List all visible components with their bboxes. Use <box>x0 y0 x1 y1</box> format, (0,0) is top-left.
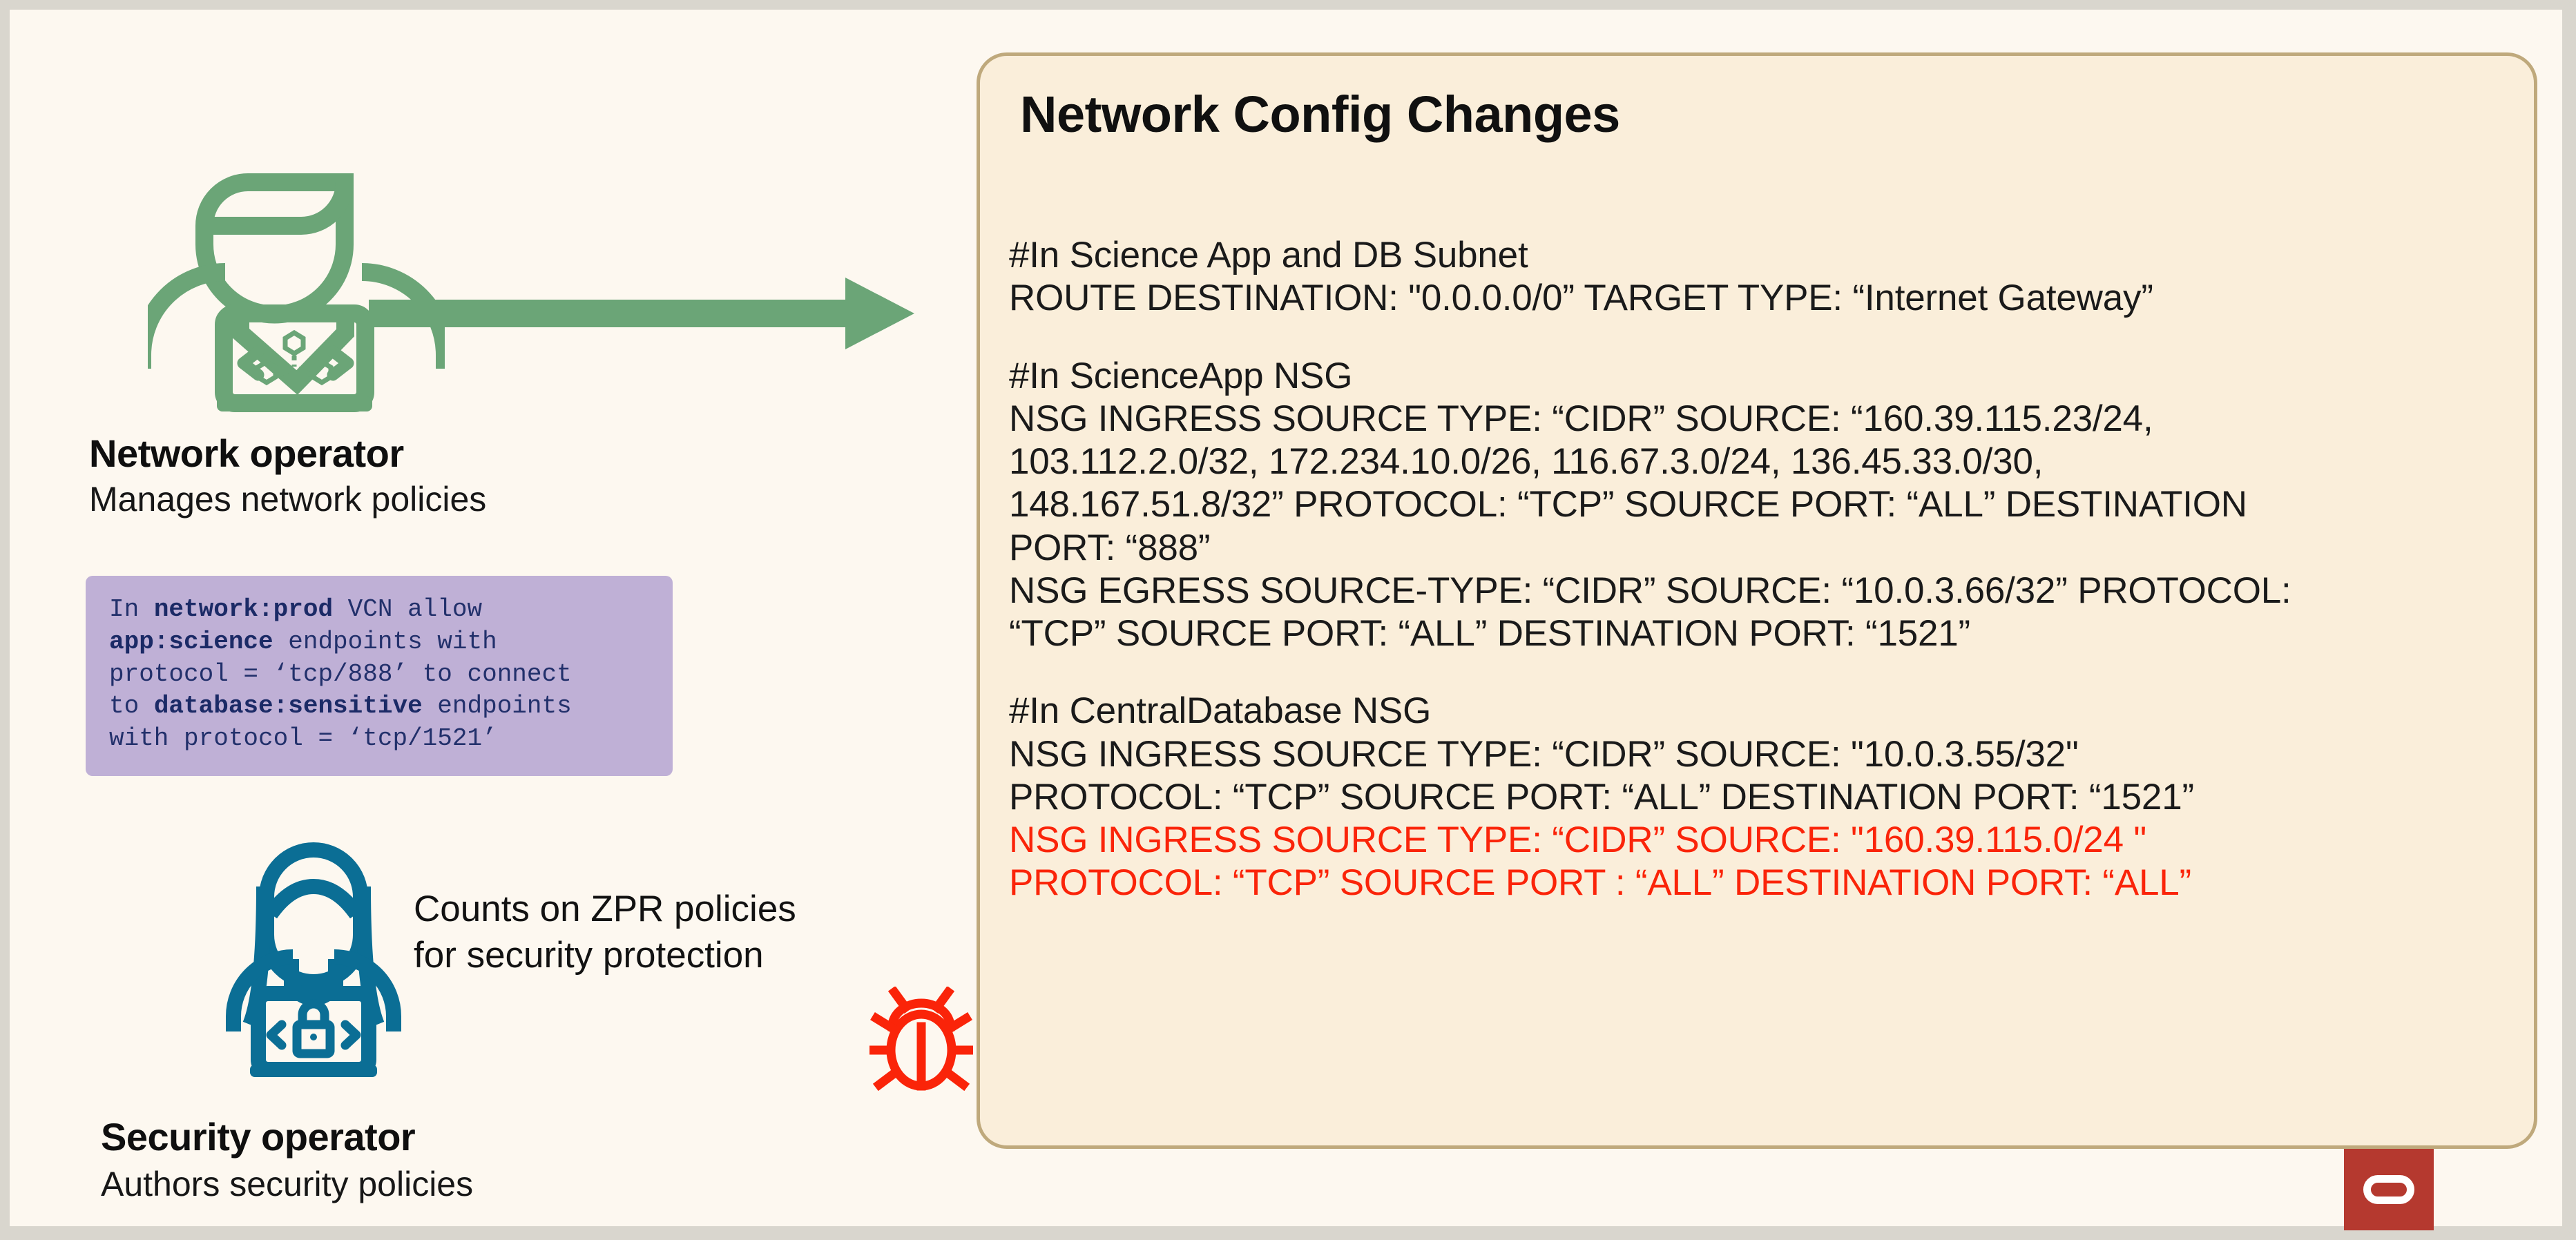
oracle-logo <box>2344 1149 2434 1230</box>
quote-line-2: for security protection <box>414 934 764 976</box>
person-with-laptop-lock-icon <box>210 811 417 1104</box>
config-line-gap <box>1009 655 2521 690</box>
person-with-laptop-network-icon <box>133 106 454 434</box>
bug-icon <box>866 985 977 1101</box>
config-line: 103.112.2.0/32, 172.234.10.0/26, 116.67.… <box>1009 441 2044 483</box>
right-arrow-icon <box>369 272 921 358</box>
quote-line-1: Counts on ZPR policies <box>414 889 796 929</box>
slide-frame: Network operator Manages network policie… <box>10 10 2562 1230</box>
config-line: #In Science App and DB Subnet <box>1009 235 1528 275</box>
network-operator-description: Manages network policies <box>89 480 487 519</box>
config-line-gap <box>1009 320 2521 355</box>
config-line: PROTOCOL: “TCP” SOURCE PORT: “ALL” DESTI… <box>1009 776 2194 817</box>
zpr-policy-block: In network:prod VCN allow app:science end… <box>86 576 673 776</box>
policy-line: In network:prod VCN allow <box>109 595 483 623</box>
config-line-error: NSG INGRESS SOURCE TYPE: “CIDR” SOURCE: … <box>1009 820 2146 861</box>
config-line: NSG INGRESS SOURCE TYPE: “CIDR” SOURCE: … <box>1009 733 2079 775</box>
policy-line: app:science endpoints with <box>109 627 497 656</box>
policy-line: with protocol = ‘tcp/1521’ <box>109 724 497 753</box>
config-line: 148.167.51.8/32” PROTOCOL: “TCP” SOURCE … <box>1009 484 2247 525</box>
security-operator-description: Authors security policies <box>101 1165 474 1203</box>
config-line: PORT: “888” <box>1009 527 1211 568</box>
config-line: “TCP” SOURCE PORT: “ALL” DESTINATION POR… <box>1009 613 1971 655</box>
network-config-changes-panel: Network Config Changes #In Science App a… <box>977 52 2537 1149</box>
policy-line: protocol = ‘tcp/888’ to connect <box>109 659 572 688</box>
network-operator-name: Network operator <box>89 432 404 475</box>
policy-line: to database:sensitive endpoints <box>109 692 572 721</box>
security-operator-quote: Counts on ZPR policies for security prot… <box>414 887 796 979</box>
config-line: ROUTE DESTINATION: "0.0.0.0/0” TARGET TY… <box>1009 278 2153 319</box>
config-line: #In CentralDatabase NSG <box>1009 690 1432 732</box>
oracle-o-glyph <box>2363 1175 2414 1204</box>
config-line: NSG EGRESS SOURCE-TYPE: “CIDR” SOURCE: “… <box>1009 570 2291 611</box>
config-line: NSG INGRESS SOURCE TYPE: “CIDR” SOURCE: … <box>1009 398 2153 439</box>
security-operator-name: Security operator <box>101 1115 416 1159</box>
config-line-error: PROTOCOL: “TCP” SOURCE PORT : “ALL” DEST… <box>1009 862 2191 904</box>
config-line: #In ScienceApp NSG <box>1009 355 1353 396</box>
left-column: Network operator Manages network policie… <box>10 10 977 1226</box>
panel-title: Network Config Changes <box>1020 86 1620 143</box>
